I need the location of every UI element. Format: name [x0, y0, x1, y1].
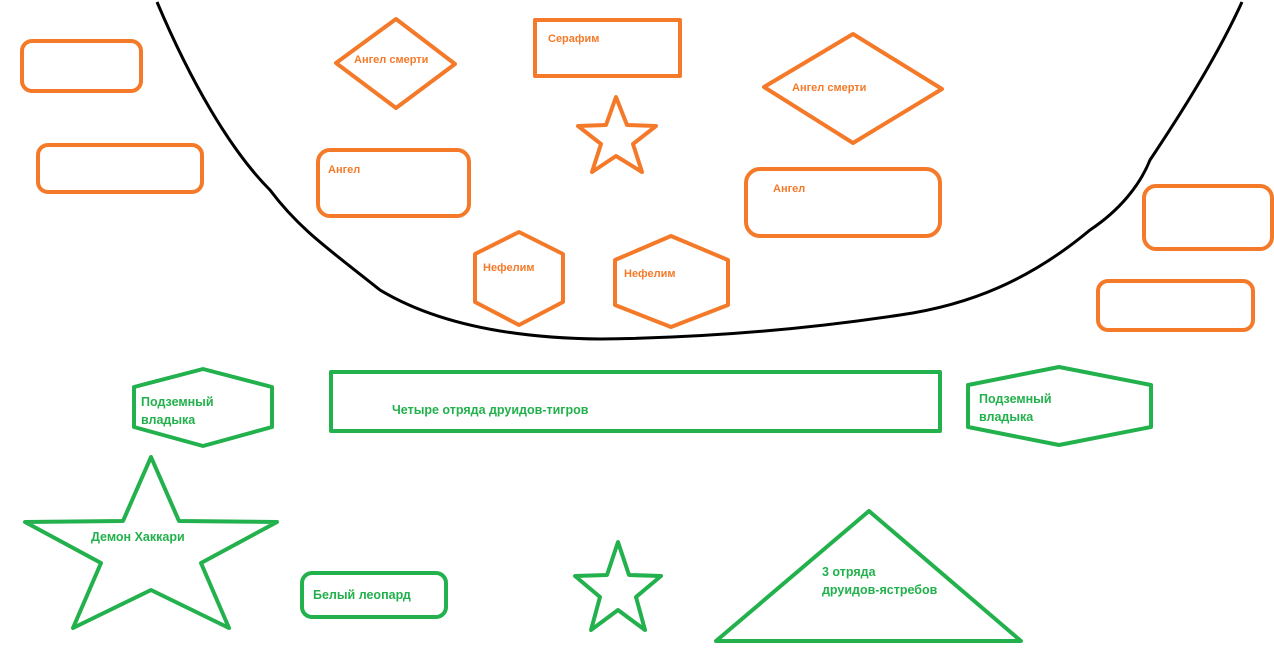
enemy-label-angel-2: Ангел	[773, 183, 805, 195]
ally-label-underlord-2-line1: Подземный	[979, 392, 1052, 406]
enemy-unit-3	[533, 18, 682, 78]
enemy-unit-10	[1142, 184, 1274, 251]
enemy-unit-1	[36, 143, 204, 194]
enemy-label-seraphim: Серафим	[548, 33, 599, 45]
enemy-label-death-angel-1: Ангел смерти	[354, 54, 428, 66]
ally-label-white-leopard: Белый леопард	[313, 588, 411, 602]
enemy-label-nephilim-2: Нефелим	[624, 268, 676, 280]
enemy-unit-4	[762, 32, 944, 145]
ally-unit-3	[23, 455, 279, 630]
enemy-label-nephilim-1: Нефелим	[483, 262, 535, 274]
boundary-curve	[155, 1, 1244, 341]
enemy-label-death-angel-2: Ангел смерти	[792, 82, 866, 94]
enemy-unit-2	[334, 17, 457, 110]
enemy-unit-6	[316, 148, 471, 218]
ally-label-underlord-1-line1: Подземный	[141, 395, 214, 409]
enemy-unit-9	[613, 234, 730, 329]
enemy-unit-7	[744, 167, 942, 238]
ally-label-hakkari-demon: Демон Хаккари	[91, 530, 185, 544]
ally-unit-0	[132, 367, 274, 448]
enemy-unit-8	[473, 230, 565, 327]
ally-label-underlord-2-line2: владыка	[979, 410, 1034, 424]
enemy-unit-0	[20, 39, 143, 93]
ally-label-druid-hawks-line1: 3 отряда	[822, 565, 877, 579]
ally-label-druid-hawks-line2: друидов-ястребов	[822, 583, 938, 597]
ally-label-druid-tigers: Четыре отряда друидов-тигров	[392, 403, 589, 417]
ally-unit-5	[573, 540, 663, 632]
enemy-unit-5	[576, 95, 658, 174]
ally-unit-2	[966, 365, 1153, 447]
ally-label-underlord-1-line2: владыка	[141, 413, 196, 427]
ally-unit-6	[714, 509, 1023, 643]
ally-unit-1	[329, 370, 942, 433]
enemy-label-angel-1: Ангел	[328, 164, 360, 176]
enemy-unit-11	[1096, 279, 1255, 332]
ally-unit-4	[300, 571, 448, 619]
